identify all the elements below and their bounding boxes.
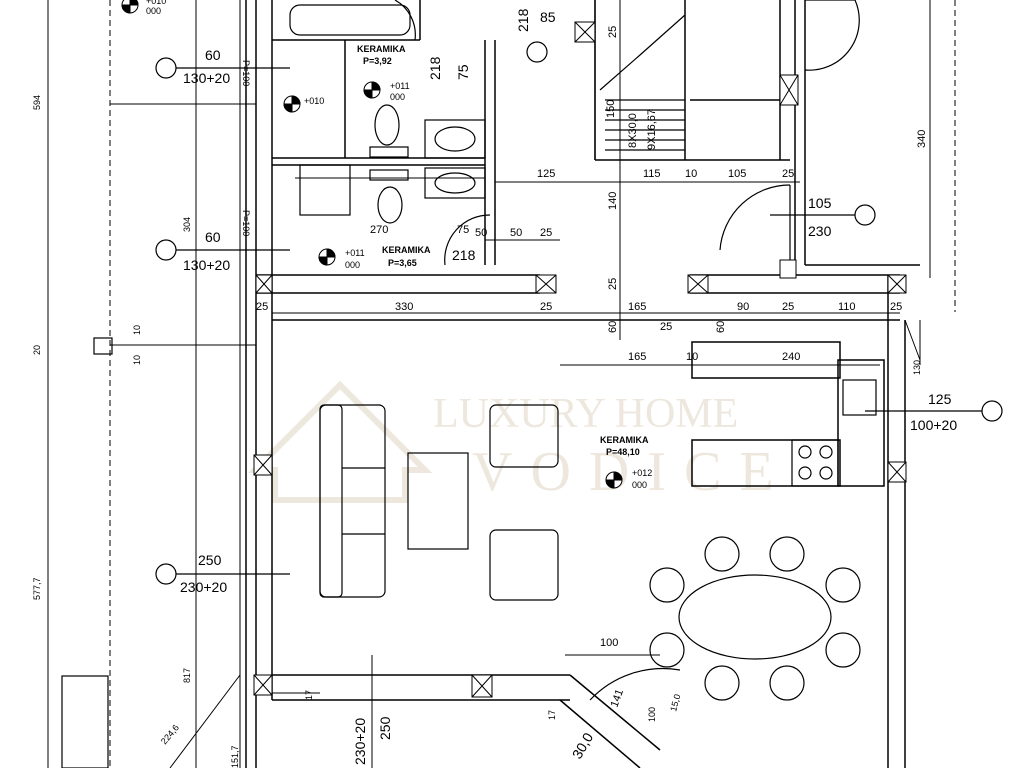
room-top-bath-name: KERAMIKA: [357, 44, 406, 54]
dim-25g: 25: [782, 301, 794, 313]
room-wc-area: P=3,65: [388, 258, 417, 268]
room-living-name: KERAMIKA: [600, 435, 649, 445]
dim-10b: 10: [132, 355, 142, 365]
window1-height: 130+20: [183, 70, 230, 86]
dim-115: 115: [643, 168, 661, 180]
svg-text:000: 000: [345, 260, 360, 270]
dim-218a: 218: [515, 8, 531, 32]
dim-140: 140: [607, 192, 619, 210]
dim-577: 577,7: [32, 577, 42, 600]
dim-125a: 125: [537, 168, 555, 180]
stair-label-a: 8X30,0: [627, 113, 639, 148]
dim-817: 817: [182, 668, 192, 683]
window4-width: 105: [808, 195, 832, 211]
dim-50b: 50: [510, 227, 522, 239]
level-bath-b: +011: [390, 81, 410, 91]
dim-340: 340: [916, 130, 928, 148]
dim-20: 20: [32, 345, 42, 355]
dim-130: 130: [912, 360, 922, 375]
dim-230b: 230+20: [352, 718, 368, 765]
level-wc: +011: [345, 248, 365, 258]
window2-height: 130+20: [183, 257, 230, 273]
dim-25a: 25: [782, 168, 794, 180]
dim-594: 594: [32, 95, 42, 110]
window2-width: 60: [205, 229, 221, 245]
level-markers: [121, 0, 623, 489]
dim-218c: 218: [452, 247, 476, 263]
dim-100b: 100: [647, 707, 657, 722]
dim-75a: 75: [455, 64, 471, 80]
room-wc-name: KERAMIKA: [382, 245, 431, 255]
stair-label-b: 9X16,67: [646, 109, 658, 150]
dim-10c: 10: [685, 168, 697, 180]
dim-75b: 75: [457, 224, 469, 236]
dimension-lines: [47, 0, 956, 768]
dim-50a: 50: [475, 227, 487, 239]
level-top: +010: [146, 0, 166, 6]
dim-105: 105: [728, 168, 746, 180]
dim-240: 240: [782, 351, 800, 363]
dim-110: 110: [838, 301, 856, 313]
columns: [253, 21, 907, 698]
svg-text:000: 000: [146, 6, 161, 16]
dim-150: 150: [605, 100, 617, 118]
dim-218b: 218: [427, 56, 443, 80]
room-living-area: P=48,10: [606, 447, 640, 457]
dim-25e: 25: [256, 301, 268, 313]
window5-width: 125: [928, 391, 952, 407]
dim-151: 151,7: [230, 745, 240, 768]
window5-height: 100+20: [910, 417, 957, 433]
dim-270: 270: [370, 224, 388, 236]
dim-165b: 165: [628, 351, 646, 363]
dim-60b: 60: [715, 321, 727, 333]
dim-10a: 10: [132, 325, 142, 335]
furniture: [61, 0, 877, 768]
dim-25f: 25: [540, 301, 552, 313]
window-markers: [155, 41, 1003, 585]
dim-17b: 17: [547, 710, 557, 720]
dim-85: 85: [540, 9, 556, 25]
dim-25d: 25: [540, 227, 552, 239]
window3-width: 250: [198, 552, 222, 568]
window-w1-note: P=100: [241, 60, 251, 86]
dim-25b: 25: [607, 26, 619, 38]
dim-250b: 250: [377, 716, 393, 740]
watermark-line1: LUXURY HOME: [433, 391, 738, 437]
dim-90: 90: [737, 301, 749, 313]
dim-150c: 15,0: [668, 693, 682, 713]
dim-17: 17: [304, 690, 314, 700]
dim-25c: 25: [607, 278, 619, 290]
dim-141: 141: [609, 688, 627, 709]
svg-text:000: 000: [632, 480, 647, 490]
window4-height: 230: [808, 223, 832, 239]
dim-304: 304: [182, 217, 192, 232]
dim-10d: 10: [686, 351, 698, 363]
dim-25h: 25: [890, 301, 902, 313]
watermark: LUXURY HOME VODICE: [247, 380, 792, 503]
room-top-bath-area: P=3,92: [363, 56, 392, 66]
window3-height: 230+20: [180, 579, 227, 595]
dim-25i: 25: [660, 321, 672, 333]
level-living: +012: [632, 468, 652, 478]
dim-165a: 165: [628, 301, 646, 313]
dim-330: 330: [395, 301, 413, 313]
svg-text:000: 000: [390, 92, 405, 102]
dim-100a: 100: [600, 637, 618, 649]
dim-60a: 60: [607, 321, 619, 333]
level-bath-a: +010: [304, 96, 324, 106]
window1-width: 60: [205, 47, 221, 63]
window-w2-note: P=100: [241, 210, 251, 236]
watermark-line2: VODICE: [472, 441, 792, 503]
